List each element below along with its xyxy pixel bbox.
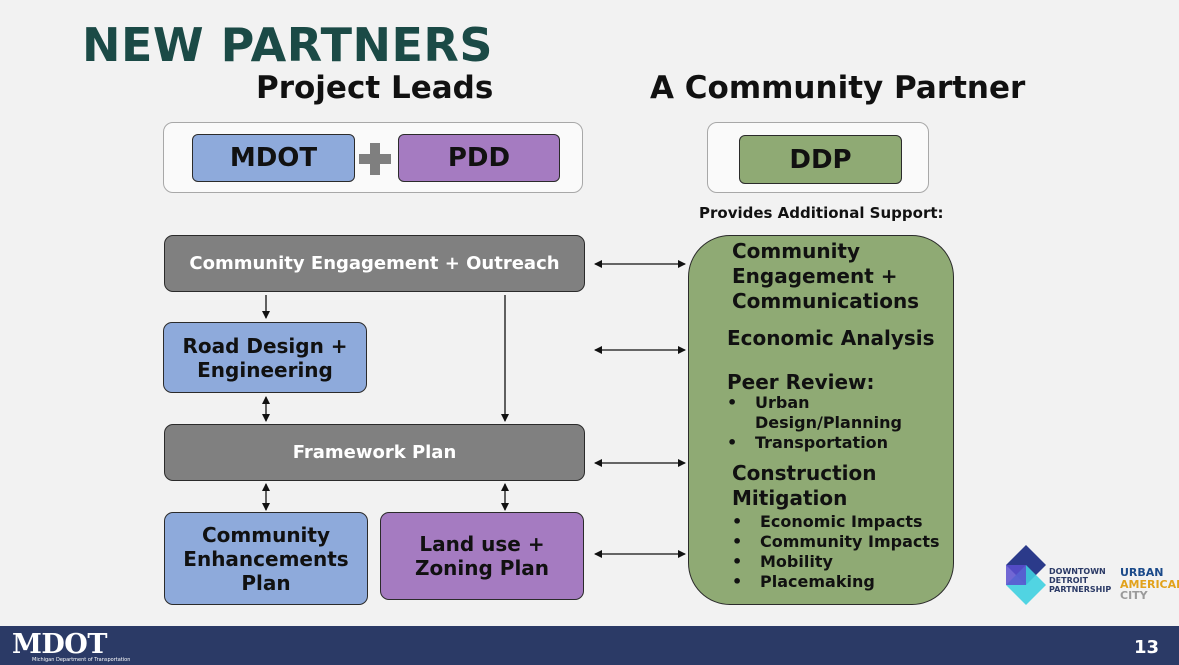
peer-review-list: Urban Design/Planning Transportation <box>727 393 937 453</box>
mdot-footer-logo: MDOT <box>12 629 107 660</box>
construction-item: Community Impacts <box>732 532 942 552</box>
construction-item: Placemaking <box>732 572 942 592</box>
page-title: NEW PARTNERS <box>82 18 493 72</box>
footer-bar <box>0 626 1179 665</box>
page-number: 13 <box>1134 637 1160 658</box>
community-enhancements-node: Community Enhancements Plan <box>164 512 368 605</box>
construction-list: Economic Impacts Community Impacts Mobil… <box>732 512 942 592</box>
peer-item: Urban Design/Planning <box>727 393 937 433</box>
road-design-node: Road Design + Engineering <box>163 322 367 393</box>
construction-item: Mobility <box>732 552 942 572</box>
ddp-logo-icon <box>1006 545 1046 605</box>
construction-item: Economic Impacts <box>732 512 942 532</box>
mdot-footer-subtitle: Michigan Department of Transportation <box>32 657 131 663</box>
mdot-lead: MDOT <box>192 134 355 182</box>
ddp-partner: DDP <box>739 135 902 184</box>
pdd-lead: PDD <box>398 134 560 182</box>
support-economic: Economic Analysis <box>727 326 935 350</box>
plus-icon <box>357 141 393 177</box>
peer-item: Transportation <box>727 433 937 453</box>
land-use-node: Land use + Zoning Plan <box>380 512 584 600</box>
ddp-logo-text: DOWNTOWN DETROIT PARTNERSHIP <box>1049 567 1112 594</box>
support-label: Provides Additional Support: <box>699 204 944 222</box>
community-engagement-node: Community Engagement + Outreach <box>164 235 585 292</box>
project-leads-heading: Project Leads <box>256 70 494 106</box>
community-partner-heading: A Community Partner <box>650 70 1026 106</box>
support-peer-review: Peer Review: <box>727 370 875 394</box>
support-engagement: Community Engagement + Communications <box>732 239 920 313</box>
support-construction: Construction Mitigation <box>732 461 877 510</box>
framework-plan-node: Framework Plan <box>164 424 585 481</box>
urban-american-city-logo: URBAN AMERICAN CITY <box>1120 567 1179 602</box>
connector-arrows <box>262 260 686 558</box>
